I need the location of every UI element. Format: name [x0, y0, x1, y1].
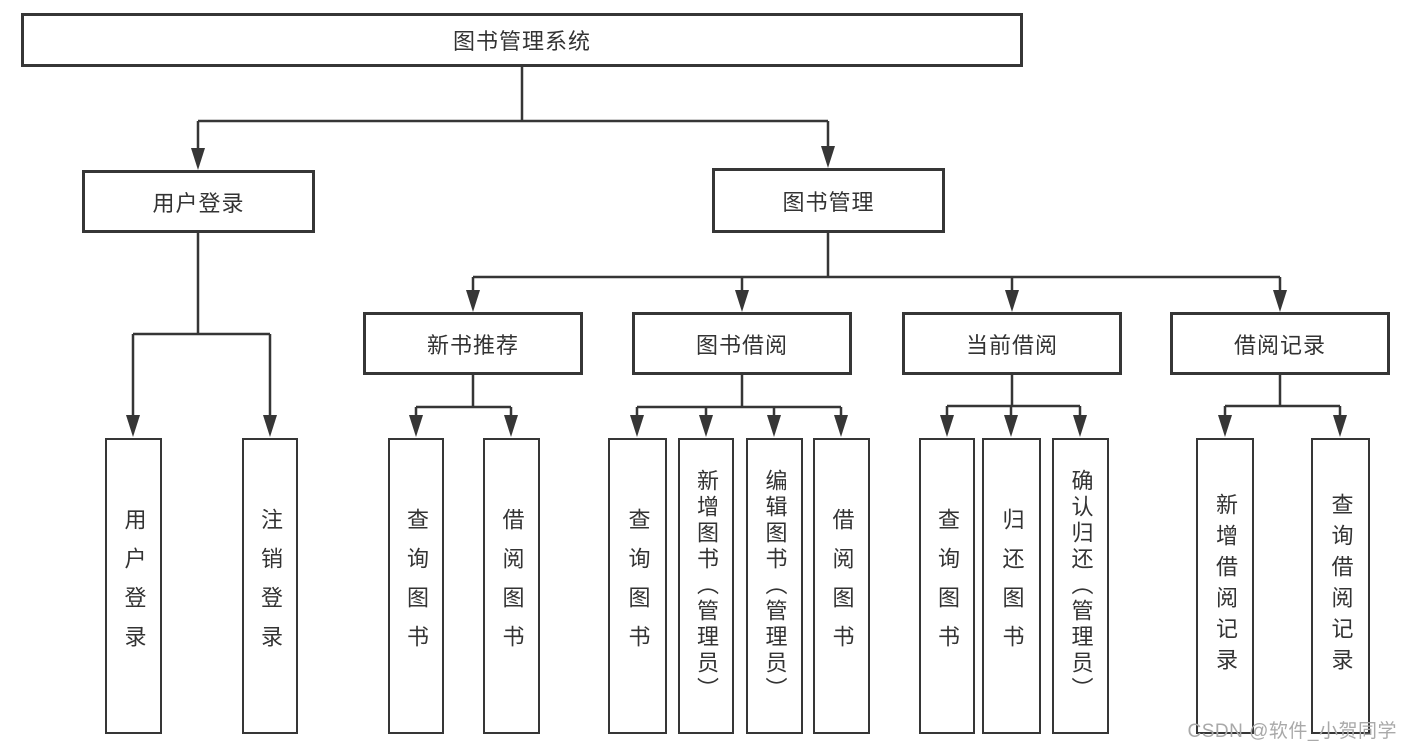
leaf-add-borrow-record: 新增借阅记录: [1196, 438, 1254, 734]
leaf-borrow-book-2: 借阅图书: [813, 438, 870, 734]
leaf-borrow-book-1: 借阅图书: [483, 438, 540, 734]
leaf-add-book-admin: 新增图书（管理员）: [678, 438, 734, 734]
node-book-borrow: 图书借阅: [632, 312, 852, 375]
node-borrow-record: 借阅记录: [1170, 312, 1390, 375]
leaf-return-book: 归还图书: [982, 438, 1041, 734]
node-current-borrow: 当前借阅: [902, 312, 1122, 375]
leaf-query-book-2: 查询图书: [608, 438, 667, 734]
leaf-confirm-return-admin: 确认归还（管理员）: [1052, 438, 1109, 734]
node-book-management: 图书管理: [712, 168, 945, 233]
arrowheads: [126, 146, 1347, 437]
leaf-query-borrow-record: 查询借阅记录: [1311, 438, 1370, 734]
node-root-system: 图书管理系统: [21, 13, 1023, 67]
leaf-query-book-3: 查询图书: [919, 438, 975, 734]
leaf-user-login: 用户登录: [105, 438, 162, 734]
leaf-edit-book-admin: 编辑图书（管理员）: [746, 438, 803, 734]
node-user-login: 用户登录: [82, 170, 315, 233]
leaf-query-book-1: 查询图书: [388, 438, 444, 734]
leaf-logout: 注销登录: [242, 438, 298, 734]
node-new-book-recommend: 新书推荐: [363, 312, 583, 375]
csdn-watermark: CSDN @软件_小贺同学: [1187, 721, 1397, 742]
